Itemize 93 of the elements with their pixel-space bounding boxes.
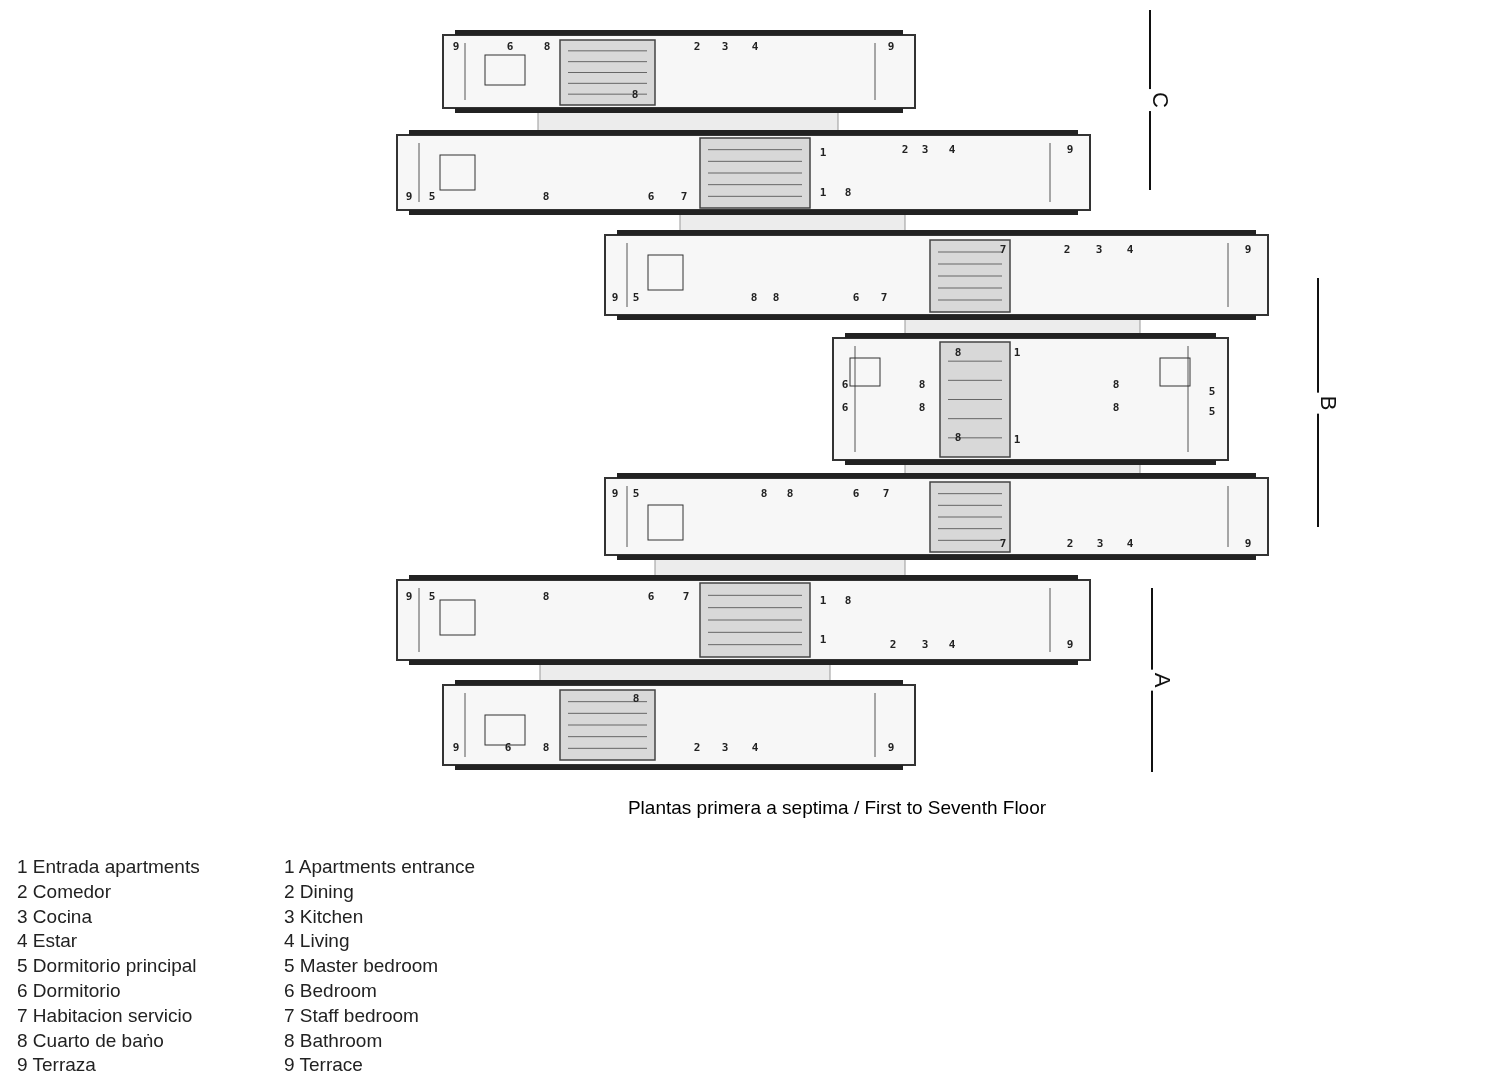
room-number: 9 bbox=[1244, 244, 1252, 256]
caption: Plantas primera a septima / First to Seventh Floor bbox=[627, 797, 1047, 819]
room-number: 3 bbox=[921, 639, 929, 651]
room-number: 9 bbox=[611, 292, 619, 304]
key-entry: 9 Terrace bbox=[284, 1054, 363, 1077]
room-number: 8 bbox=[786, 488, 794, 500]
room-number: 8 bbox=[631, 89, 639, 101]
room-number: 7 bbox=[999, 244, 1007, 256]
key-entry: 8 Cuarto de baṅo bbox=[17, 1029, 164, 1052]
room-number: 5 bbox=[428, 591, 436, 603]
room-number: 9 bbox=[405, 191, 413, 203]
key-entry: 1 Entrada apartments bbox=[17, 856, 200, 878]
room-number: 8 bbox=[1112, 402, 1120, 414]
room-number: 6 bbox=[504, 742, 512, 754]
key-entry: 7 Staff bedroom bbox=[284, 1004, 419, 1027]
key-entry: 3 Cocina bbox=[17, 905, 92, 928]
room-number: 9 bbox=[887, 41, 895, 53]
key-entry: 5 Dormitorio principal bbox=[17, 955, 197, 978]
room-number: 8 bbox=[543, 41, 551, 53]
room-number: 8 bbox=[750, 292, 758, 304]
room-number: 5 bbox=[428, 191, 436, 203]
room-number: 6 bbox=[506, 41, 514, 53]
room-number: 7 bbox=[880, 292, 888, 304]
room-number: 4 bbox=[948, 144, 956, 156]
room-number: 9 bbox=[887, 742, 895, 754]
room-number: 2 bbox=[889, 639, 897, 651]
room-number: 3 bbox=[921, 144, 929, 156]
room-number: 5 bbox=[632, 292, 640, 304]
room-number: 9 bbox=[1066, 639, 1074, 651]
room-number: 5 bbox=[632, 488, 640, 500]
room-number: 7 bbox=[999, 538, 1007, 550]
room-number: 7 bbox=[882, 488, 890, 500]
room-number: 2 bbox=[693, 742, 701, 754]
key-entry: 4 Living bbox=[284, 930, 350, 953]
room-number: 1 bbox=[819, 147, 827, 159]
key-entry: 9 Terraza bbox=[17, 1054, 96, 1077]
room-number: 6 bbox=[841, 402, 849, 414]
room-number: 8 bbox=[918, 379, 926, 391]
key-entry: 1 Apartments entrance bbox=[284, 856, 476, 878]
key-entry: 6 Dormitorio bbox=[17, 980, 121, 1002]
room-number: 8 bbox=[772, 292, 780, 304]
room-number: 1 bbox=[1013, 434, 1021, 446]
room-number: 4 bbox=[751, 742, 759, 754]
room-number: 8 bbox=[632, 693, 640, 705]
room-number: 4 bbox=[751, 41, 759, 53]
room-number: 7 bbox=[682, 591, 690, 603]
key-entry: 4 Estar bbox=[17, 930, 78, 953]
key-entry: 5 Master bedroom bbox=[284, 955, 439, 978]
room-number: 4 bbox=[948, 639, 956, 651]
room-number: 9 bbox=[1066, 144, 1074, 156]
room-number: 3 bbox=[1096, 538, 1104, 550]
room-number: 9 bbox=[452, 41, 460, 53]
key-entry: 8 Bathroom bbox=[284, 1029, 383, 1052]
room-number: 8 bbox=[844, 595, 852, 607]
room-number: 1 bbox=[819, 634, 827, 646]
key-entry: 6 Bedroom bbox=[284, 980, 377, 1002]
room-number: 2 bbox=[1066, 538, 1074, 550]
room-number: 9 bbox=[452, 742, 460, 754]
room-number: 8 bbox=[542, 191, 550, 203]
room-number: 8 bbox=[542, 742, 550, 754]
room-number: 8 bbox=[954, 432, 962, 444]
key-entry: 3 Kitchen bbox=[284, 905, 364, 928]
room-number: 8 bbox=[542, 591, 550, 603]
room-number: 2 bbox=[901, 144, 909, 156]
room-number: 4 bbox=[1126, 244, 1134, 256]
room-number: 2 bbox=[1063, 244, 1071, 256]
room-number: 2 bbox=[693, 41, 701, 53]
room-number: 8 bbox=[1112, 379, 1120, 391]
room-number: 6 bbox=[647, 591, 655, 603]
key-entry: 7 Habitacion servicio bbox=[17, 1004, 193, 1027]
room-number: 1 bbox=[819, 595, 827, 607]
room-number: 1 bbox=[819, 187, 827, 199]
room-number: 8 bbox=[844, 187, 852, 199]
room-number: 7 bbox=[680, 191, 688, 203]
room-number: 6 bbox=[852, 292, 860, 304]
room-number: 6 bbox=[852, 488, 860, 500]
room-number: 4 bbox=[1126, 538, 1134, 550]
room-number: 5 bbox=[1208, 406, 1216, 418]
room-number: 9 bbox=[405, 591, 413, 603]
room-number: 1 bbox=[1013, 347, 1021, 359]
room-number: 3 bbox=[721, 41, 729, 53]
key-entry: 2 Comedor bbox=[17, 880, 111, 903]
room-number: 8 bbox=[918, 402, 926, 414]
room-number: 9 bbox=[611, 488, 619, 500]
room-number: 3 bbox=[1095, 244, 1103, 256]
room-number: 9 bbox=[1244, 538, 1252, 550]
key-entry: 2 Dining bbox=[284, 880, 354, 903]
room-number: 3 bbox=[721, 742, 729, 754]
room-number: 6 bbox=[647, 191, 655, 203]
room-number: 5 bbox=[1208, 386, 1216, 398]
room-number: 8 bbox=[954, 347, 962, 359]
room-number: 8 bbox=[760, 488, 768, 500]
room-number: 6 bbox=[841, 379, 849, 391]
